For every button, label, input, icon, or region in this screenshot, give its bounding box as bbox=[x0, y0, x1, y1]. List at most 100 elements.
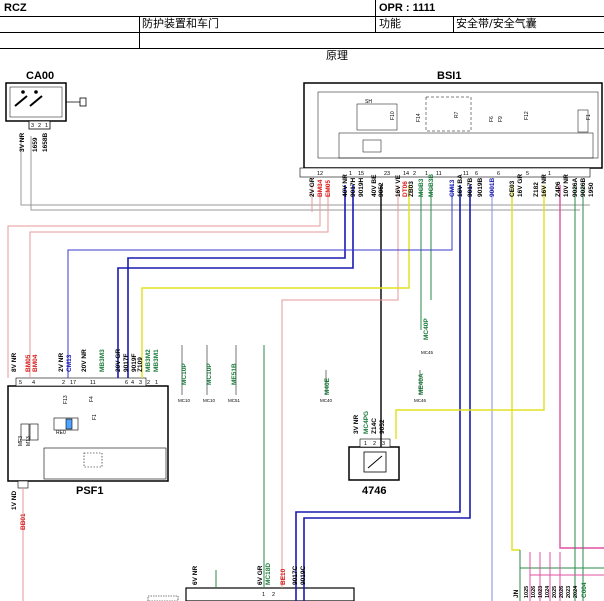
bsi1-wire-label: 16V GR bbox=[517, 174, 524, 197]
bsi1-wire-label: 9017B bbox=[467, 178, 474, 197]
bottom-pin: 1 bbox=[262, 592, 265, 598]
bsi1-pin: 15 bbox=[358, 171, 364, 177]
bsi1-wire-label: 16V NR bbox=[541, 174, 548, 197]
bsi1-wire-label: 9019H bbox=[358, 178, 365, 197]
bsi1-internal-label: F6 bbox=[489, 116, 495, 122]
ca00-component bbox=[5, 82, 87, 130]
bsi1-internal-label: F14 bbox=[416, 113, 422, 122]
bsi1-pin: 1 bbox=[349, 171, 352, 177]
bsi1-wire-label: 9026A bbox=[572, 178, 579, 197]
bsi1-internal-label: F9 bbox=[498, 116, 504, 122]
bsi1-wire-label: 1950 bbox=[588, 182, 595, 197]
bottom-wire-label: 2024 bbox=[573, 585, 579, 598]
bsi1-wire-label: 9017H bbox=[350, 178, 357, 197]
c4746-pin: 3 bbox=[382, 441, 385, 447]
bsi1-wire-label: CE03 bbox=[509, 180, 516, 197]
psf1-wire-label: Z109 bbox=[137, 357, 144, 372]
c4746-pin: 2 bbox=[373, 441, 376, 447]
bsi1-internal-label: R7 bbox=[454, 111, 460, 118]
bottom-wire-label: JN bbox=[513, 589, 520, 598]
connector-ref-label: MC40P bbox=[423, 318, 430, 340]
psf1-pin: 5 bbox=[19, 380, 22, 386]
bsi1-wire-label: CM13 bbox=[449, 179, 456, 197]
bottom-wire-label: 2023 bbox=[566, 586, 572, 598]
psf1-wire-label: BM04 bbox=[32, 354, 39, 372]
bsi1-pin: 11 bbox=[436, 171, 442, 177]
connector-ref-label: M40E bbox=[324, 377, 331, 395]
psf1-pin: 2 bbox=[62, 380, 65, 386]
bsi1-wire-label: Z182 bbox=[533, 182, 540, 197]
psf1-name: PSF1 bbox=[76, 485, 104, 497]
ground-label: MC10 bbox=[178, 398, 191, 403]
bsi1-wire-label: DT06 bbox=[402, 181, 409, 197]
psf1-wire-label: CM13 bbox=[66, 354, 73, 372]
bsi1-wire-label: MCB3 bbox=[418, 178, 425, 197]
bsi1-wire-label: EM05 bbox=[325, 180, 332, 197]
psf1-pin: 11 bbox=[90, 380, 96, 386]
psf1-wire-label: 9017F bbox=[123, 354, 130, 372]
c4746-wire-label: 9052 bbox=[379, 419, 386, 434]
psf1-wire-label: MB3M2 bbox=[145, 349, 152, 372]
ca00-pin: 2 bbox=[38, 123, 41, 129]
bsi1-pin: 6 bbox=[475, 171, 478, 177]
bsi1-wire-label: 9026B bbox=[580, 178, 587, 197]
psf1-pin: 4 bbox=[32, 380, 35, 386]
bsi1-internal-label: F12 bbox=[524, 111, 530, 120]
title-block-grid bbox=[0, 0, 604, 49]
bsi1-wire-label: Z4P6 bbox=[555, 181, 562, 197]
connector-ref-label: MC10P bbox=[181, 363, 188, 385]
bsi1-wire-label: 40V NR bbox=[342, 174, 349, 197]
bsi1-wire-label: ZB03 bbox=[408, 181, 415, 197]
bsi1-wire-label: BM34 bbox=[317, 179, 324, 197]
c4746-pin: 1 bbox=[364, 441, 367, 447]
psf1-internal-label: F13 bbox=[63, 395, 69, 404]
bottom-wire-label: 6V GR bbox=[257, 565, 264, 585]
wires bbox=[7, 136, 604, 601]
bsi1-internal-label: SH bbox=[365, 99, 372, 105]
ground-label: MC10 bbox=[203, 398, 216, 403]
psf1-pin: 17 bbox=[70, 380, 76, 386]
psf1-internal-label: MF3 bbox=[18, 436, 24, 446]
bsi1-pin: 12 bbox=[317, 171, 323, 177]
title-block: RCZ OPR : 1111 防护装置和车门 功能 安全带/安全气囊 原理 bbox=[0, 0, 604, 64]
bottom-wire-label: 1025 bbox=[524, 586, 530, 598]
psf1-wire-label: 2V NR bbox=[58, 353, 65, 372]
bottom-wire-label: 9017C bbox=[292, 566, 299, 585]
c4746-name: 4746 bbox=[362, 485, 386, 497]
bsi1-pin: 1 bbox=[425, 171, 428, 177]
ca00-wire-1659: 1659 bbox=[32, 137, 39, 152]
bsi1-wire-label: MCB3B bbox=[428, 174, 435, 197]
c4746-wire-label: 3V NR bbox=[353, 415, 360, 434]
bsi1-wire-label: 2V GR bbox=[309, 177, 316, 197]
ca00-wire-1658b: 1658B bbox=[42, 133, 49, 152]
function-label: 功能 bbox=[379, 17, 401, 30]
domain-name: 防护装置和车门 bbox=[142, 17, 219, 30]
psf1-wire-label: MB3M1 bbox=[153, 349, 160, 372]
bottom-wire-label: MC18D bbox=[265, 563, 272, 585]
ground-label: MC45 bbox=[421, 350, 434, 355]
function-value: 安全带/安全气囊 bbox=[456, 17, 537, 30]
bottom-wire-label: 1026 bbox=[531, 586, 537, 598]
bottom-wire-label: 2026 bbox=[559, 586, 565, 598]
bottom-wire-label: 6V NR bbox=[192, 566, 199, 585]
psf1-bottom-label: 1V ND bbox=[11, 491, 18, 510]
c4746-wire-label: MC4PG bbox=[363, 411, 370, 434]
bsi1-pin: 23 bbox=[384, 171, 390, 177]
ca00-pin: 1 bbox=[45, 123, 48, 129]
psf1-wire-label: MB3M3 bbox=[99, 349, 106, 372]
bsi1-wire-label: 9001B bbox=[489, 178, 496, 197]
psf1-wire-label: 20V GR bbox=[115, 349, 122, 372]
psf1-pin: 4 bbox=[131, 380, 134, 386]
bottom-connectors bbox=[147, 587, 355, 601]
bottom-wire-label: 2025 bbox=[552, 586, 558, 598]
connector-ref-label: MC10P bbox=[206, 363, 213, 385]
bsi1-wire-label: 40V BE bbox=[371, 174, 378, 197]
ground-label: MC40 bbox=[320, 398, 333, 403]
bsi1-wire-label: 10V NR bbox=[563, 174, 570, 197]
psf1-internal-label: F1 bbox=[92, 414, 98, 420]
bsi1-wire-label: 16V BA bbox=[457, 174, 464, 197]
bottom-wire-label: BE10 bbox=[280, 568, 287, 585]
psf1-wire-label: 9019F bbox=[131, 354, 138, 372]
